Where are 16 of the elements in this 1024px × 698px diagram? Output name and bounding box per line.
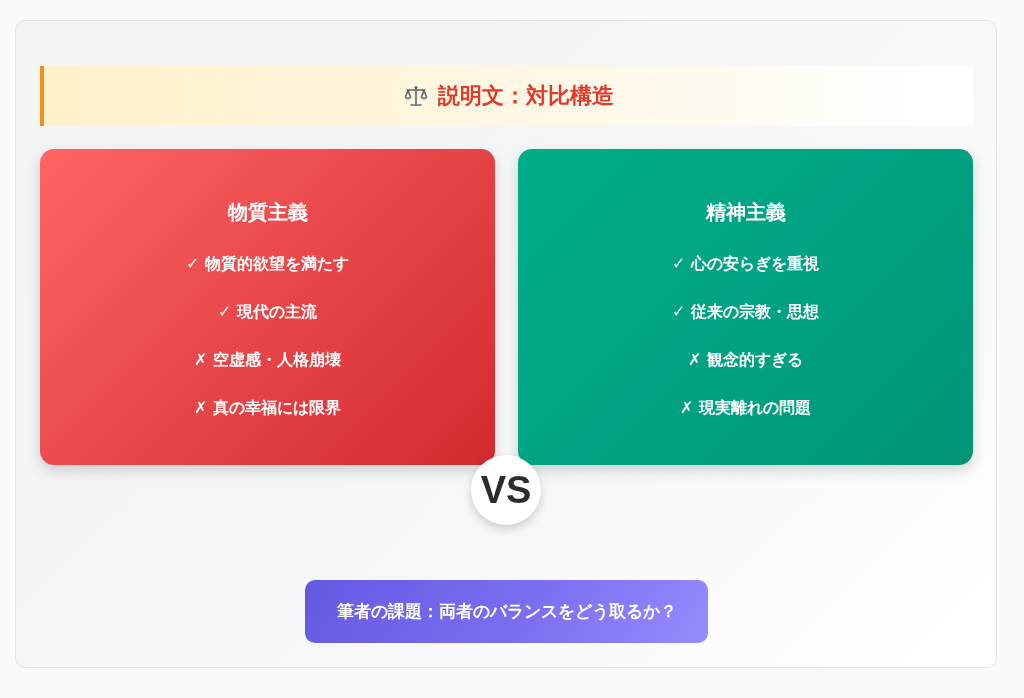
list-item: ✓ 現代の主流 [218, 301, 317, 323]
column-heading: 精神主義 [705, 199, 786, 226]
list-item: ✗ 現実離れの問題 [680, 397, 811, 419]
column-heading: 物質主義 [227, 199, 308, 226]
list-item: ✓ 物質的欲望を満たす [186, 253, 349, 275]
question-text: 筆者の課題：両者のバランスをどう取るか？ [336, 600, 677, 623]
list-item: ✗ 真の幸福には限界 [194, 397, 341, 419]
comparison-card [518, 149, 973, 465]
list-item: ✗ 空虚感・人格崩壊 [194, 349, 341, 371]
comparison-card [40, 149, 495, 465]
list-item: ✓ 心の安らぎを重視 [672, 253, 819, 275]
diagram-title: 説明文：対比構造 [437, 82, 614, 110]
question-banner [305, 580, 708, 643]
vs-text: VS [480, 470, 532, 510]
list-item: ✗ 観念的すぎる [688, 349, 803, 371]
list-item: ✓ 従来の宗教・思想 [672, 301, 819, 323]
